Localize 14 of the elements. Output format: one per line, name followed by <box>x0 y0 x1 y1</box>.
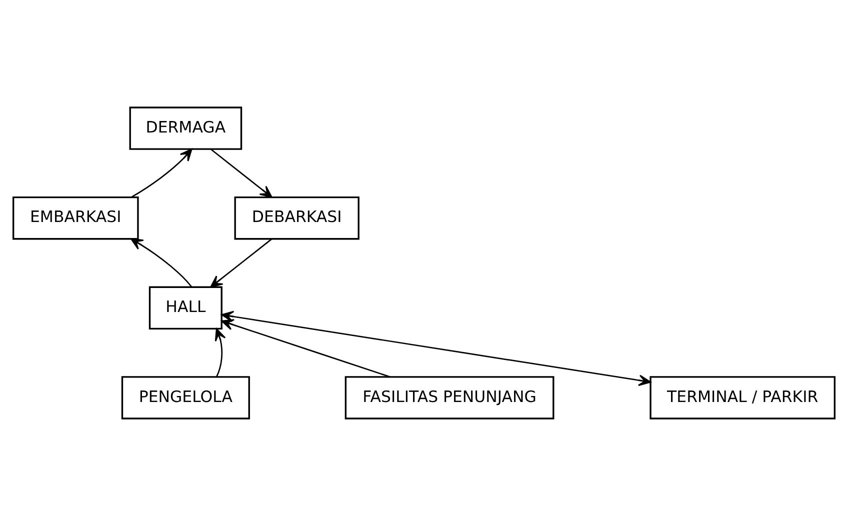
node-box: TERMINAL / PARKIR <box>650 376 836 420</box>
node-box: PENGELOLA <box>121 376 250 420</box>
arrow <box>130 238 192 288</box>
arrow <box>221 319 390 378</box>
node-box: HALL <box>148 286 222 330</box>
arrow <box>210 238 272 288</box>
node-box: DERMAGA <box>129 106 242 150</box>
arrow <box>214 328 226 378</box>
arrow <box>221 310 652 386</box>
node-box: DEBARKASI <box>234 196 360 240</box>
arrow <box>131 148 192 198</box>
arrow <box>210 148 272 198</box>
node-box: EMBARKASI <box>12 196 139 240</box>
node-box: FASILITAS PENUNJANG <box>344 376 554 420</box>
